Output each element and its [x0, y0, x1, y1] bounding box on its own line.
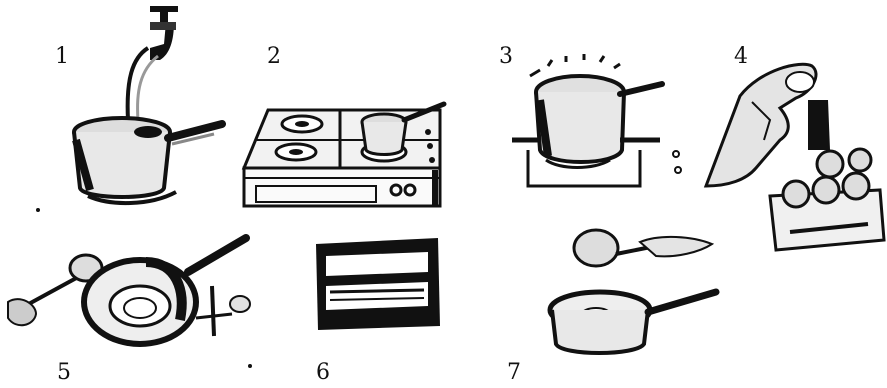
oven-icon — [316, 238, 440, 330]
step-number-3: 3 — [499, 46, 513, 68]
speck — [36, 208, 40, 212]
step-number-1: 1 — [55, 46, 69, 68]
step-number-4: 4 — [734, 46, 748, 68]
step-number-6: 6 — [316, 362, 330, 384]
boiling-pot-icon — [512, 54, 681, 186]
pan-with-spoon-icon — [8, 238, 250, 344]
speck — [248, 364, 252, 368]
step-number-5: 5 — [57, 362, 71, 384]
hand-taking-egg-icon — [706, 64, 884, 250]
tap-filling-pot-icon — [74, 6, 222, 203]
pot-on-gas-stove-icon — [244, 104, 444, 206]
step-number-7: 7 — [507, 362, 521, 384]
step-number-2: 2 — [267, 46, 281, 68]
spoon-over-pan-icon — [550, 230, 716, 353]
